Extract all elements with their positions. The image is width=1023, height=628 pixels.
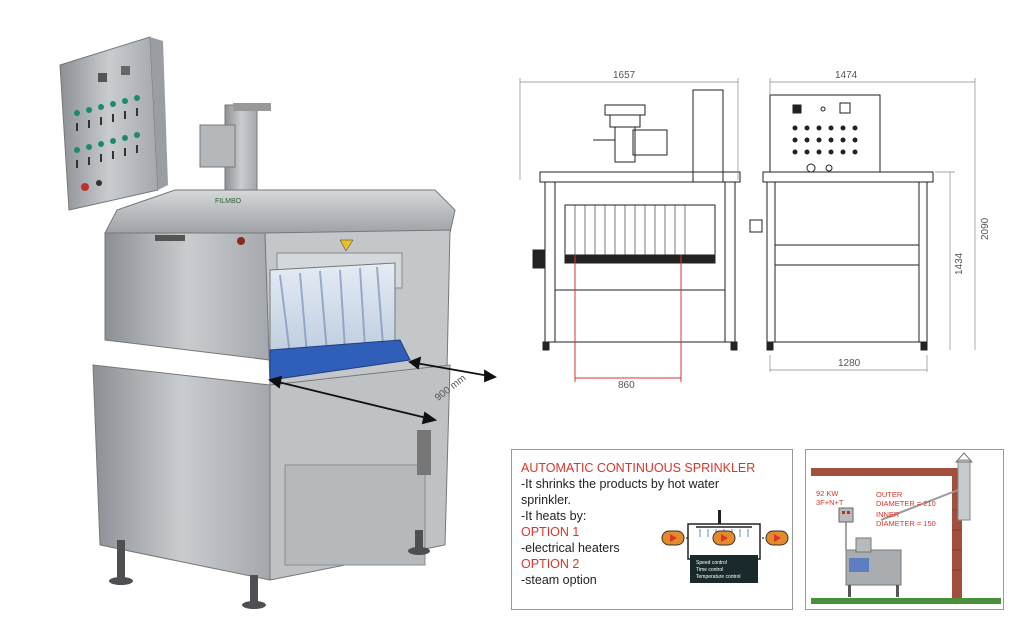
description-line: -It heats by: (521, 509, 587, 523)
dim-side-width: 1474 (835, 70, 858, 81)
option-1-text: -electrical heaters (521, 541, 620, 555)
option-2-text: -steam option (521, 573, 597, 587)
description-text: AUTOMATIC CONTINUOUS SPRINKLER -It shrin… (521, 460, 786, 588)
description-title: AUTOMATIC CONTINUOUS SPRINKLER (521, 461, 756, 475)
dim-total-height: 2090 (980, 217, 991, 240)
control-cabinet (59, 36, 168, 211)
description-line: sprinkler. (521, 493, 572, 507)
panel-temperature: Temperature control (696, 574, 740, 580)
option-2-label: OPTION 2 (521, 557, 580, 571)
installation-diagram (811, 452, 1001, 604)
side-view (749, 94, 934, 351)
sprinkler-diagram: Speed control Time control Temperature c… (661, 510, 790, 583)
outer-diameter-label: OUTER (876, 490, 903, 499)
inner-diameter-value: DIAMETER = 150 (876, 519, 936, 528)
inner-diameter-label: INNER (876, 510, 900, 519)
technical-drawings: 1657 860 1474 (519, 70, 991, 390)
installation-panel: 92 KW 3F+N+T OUTER DIAMETER = 210 INNER … (805, 449, 1004, 610)
dim-base-width: 1280 (838, 358, 861, 369)
description-panel: AUTOMATIC CONTINUOUS SPRINKLER -It shrin… (511, 449, 793, 610)
dim-tunnel-width: 860 (618, 380, 635, 390)
top-motor (199, 103, 271, 191)
brand-plate: FILMBO (215, 198, 242, 205)
panel-speed: Speed control (696, 560, 727, 566)
machine-photo: FILMBO (59, 36, 498, 609)
front-view (532, 89, 741, 351)
option-1-label: OPTION 1 (521, 525, 580, 539)
dim-front-width: 1657 (613, 70, 636, 81)
description-line: -It shrinks the products by hot water (521, 477, 720, 491)
dim-table-height: 1434 (954, 252, 965, 275)
outer-diameter-value: DIAMETER = 210 (876, 499, 936, 508)
phase-label: 3F+N+T (816, 498, 844, 507)
panel-time: Time control (696, 567, 723, 573)
power-label: 92 KW (816, 489, 839, 498)
